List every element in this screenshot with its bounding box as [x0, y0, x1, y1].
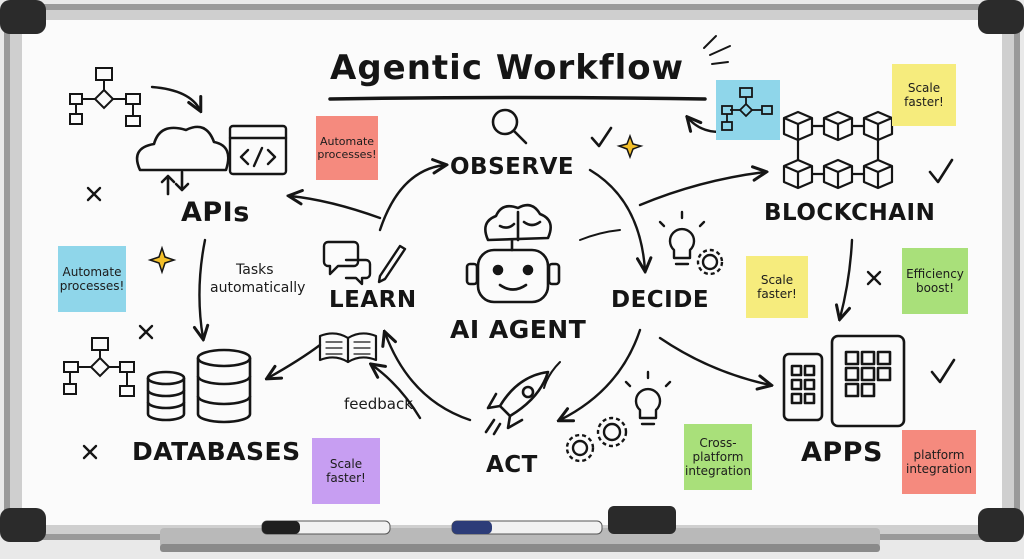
tablet-icon	[830, 334, 906, 428]
lightbulb-icon	[658, 210, 706, 266]
corner-cap-tr	[978, 0, 1024, 34]
note-line: Efficiency	[906, 267, 964, 281]
note-line: faster!	[326, 471, 366, 485]
note-line: Cross-	[699, 436, 737, 450]
lightbulb-icon	[624, 370, 672, 426]
node-decide: DECIDE	[611, 287, 710, 313]
note-line: boost!	[915, 281, 955, 295]
sticky-note-green	[684, 424, 752, 490]
code-window-icon	[228, 124, 288, 176]
x-mark-icon	[138, 324, 154, 340]
book-icon	[318, 332, 378, 364]
sticky-note-text: Scale faster!	[312, 438, 380, 504]
arrow-act-learn	[385, 333, 472, 422]
check-icon	[930, 358, 956, 384]
node-observe: OBSERVE	[450, 154, 575, 180]
arrow-to-apis	[290, 196, 382, 220]
x-mark-icon	[866, 270, 882, 286]
gear-icon	[565, 416, 628, 463]
annotation-tasks: Tasks	[236, 262, 274, 278]
arrow-to-blockchain	[638, 172, 765, 207]
note-line: integration	[685, 464, 751, 478]
note-line: Scale	[329, 457, 363, 471]
star-icon	[147, 245, 177, 275]
node-blockchain: BLOCKCHAIN	[764, 200, 936, 226]
arrow-observe-decide	[588, 168, 645, 270]
arrow-feedback	[372, 365, 422, 420]
sticky-note-red	[316, 116, 378, 180]
rocket-icon	[484, 370, 550, 436]
x-mark-icon	[82, 444, 98, 460]
board-surface	[22, 20, 1002, 525]
sticky-note-text: platform integration	[902, 430, 976, 494]
arrow-decide-act	[560, 328, 642, 420]
node-apis: APIs	[181, 197, 250, 228]
marker-black[interactable]	[261, 520, 391, 535]
magnifier-icon	[491, 108, 528, 145]
phone-icon	[782, 352, 824, 422]
note-line: platform	[913, 448, 965, 462]
cloud-icon	[135, 125, 230, 196]
sticky-note-blue	[58, 246, 126, 312]
blockchain-icon	[782, 110, 894, 190]
sticky-note-yellow	[746, 256, 808, 318]
annotation-feedback: feedback	[344, 395, 413, 413]
sticky-note-red	[902, 430, 976, 494]
arrow-learn-observe	[378, 165, 445, 232]
note-line: processes!	[59, 279, 125, 293]
note-line: Scale	[760, 273, 794, 287]
node-ai-agent: AI AGENT	[450, 315, 587, 344]
check-icon	[928, 158, 954, 184]
arrow-blockchain-apps	[840, 238, 854, 318]
node-act: ACT	[486, 452, 538, 478]
note-line: integration	[906, 462, 972, 476]
corner-cap-br	[978, 508, 1024, 542]
sticky-note-text: Scale faster!	[892, 64, 956, 126]
annotation-automatically: automatically	[210, 280, 306, 296]
node-learn: LEARN	[329, 287, 417, 313]
note-line: faster!	[904, 95, 944, 109]
emphasis-strokes	[703, 35, 731, 65]
arrow-to-databases	[268, 343, 322, 378]
page-title: Agentic Workflow	[330, 48, 685, 88]
flowchart-icon	[69, 67, 141, 127]
sticky-note-yellow	[892, 64, 956, 126]
sticky-note-text: Automate processes!	[58, 246, 126, 312]
sticky-note-text: Cross- platform integration	[684, 424, 752, 490]
star-icon	[616, 133, 644, 160]
database-icon	[146, 348, 252, 424]
marker-blue[interactable]	[451, 520, 603, 535]
arrow-apis-databases	[199, 238, 205, 338]
sticky-note-blue-flowchart	[716, 80, 780, 140]
robot-icon	[465, 203, 561, 304]
arrow-to-apps	[658, 336, 770, 385]
note-line: Automate	[319, 135, 375, 148]
note-line: platform	[692, 450, 744, 464]
check-icon	[590, 126, 613, 148]
sticky-note-text: Efficiency boost!	[902, 248, 968, 314]
note-line: faster!	[757, 287, 797, 301]
arrow-flowchart-cloud	[150, 85, 200, 110]
note-line: Scale	[907, 81, 941, 95]
flowchart-icon	[63, 337, 135, 397]
sticky-note-text: Automate processes!	[316, 116, 378, 180]
corner-cap-tl	[0, 0, 46, 34]
title-underline	[328, 95, 707, 101]
note-line: processes!	[317, 148, 377, 161]
sticky-note-green	[902, 248, 968, 314]
node-databases: DATABASES	[132, 437, 301, 466]
node-apps: APPS	[801, 437, 883, 468]
chat-icon	[322, 240, 407, 286]
corner-cap-bl	[0, 508, 46, 542]
gear-icon	[696, 248, 724, 276]
sticky-note-purple	[312, 438, 380, 504]
eraser[interactable]	[608, 506, 676, 534]
sticky-note-text: Scale faster!	[746, 256, 808, 318]
note-line: Automate	[62, 265, 122, 279]
x-mark-icon	[86, 186, 102, 202]
